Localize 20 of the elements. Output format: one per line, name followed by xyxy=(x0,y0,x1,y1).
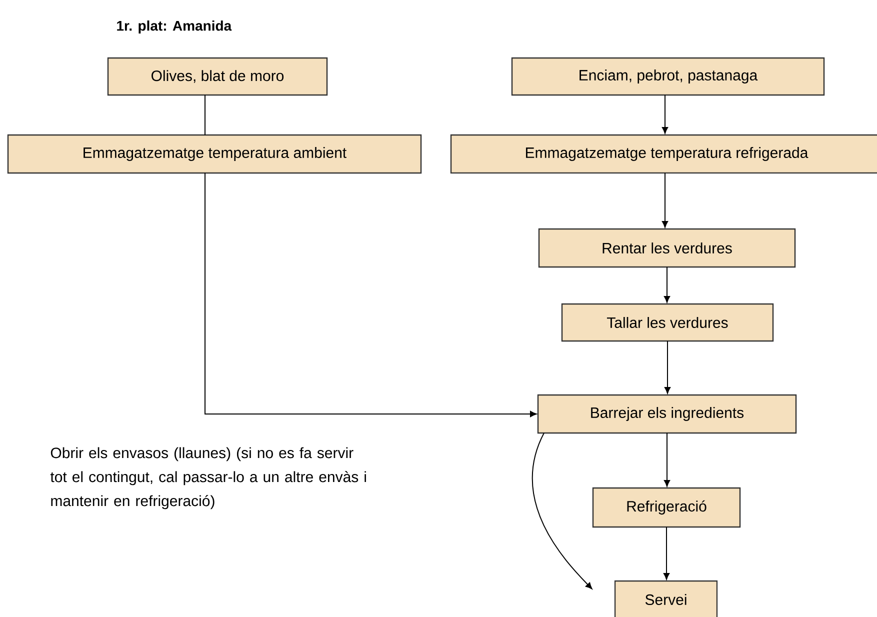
process-box: Emmagatzematge temperatura ambient xyxy=(7,134,422,174)
title: 1r. plat: Amanida xyxy=(117,20,232,34)
process-box: Refrigeració xyxy=(592,487,741,528)
arrow xyxy=(204,172,537,418)
arrow xyxy=(664,432,670,487)
process-box: Enciam, pebrot, pastanaga xyxy=(511,57,825,96)
arrow xyxy=(532,432,592,590)
arrow xyxy=(663,526,670,580)
process-box: Emmagatzematge temperatura refrigerada xyxy=(450,134,877,174)
process-box: Rentar les verdures xyxy=(538,228,796,268)
process-box: Olives, blat de moro xyxy=(107,57,328,96)
note: Obrir els envasos (llaunes) (si no es fa servir tot el contingut, cal passar-lo a un altre envàs i mantenir en refrigeració) xyxy=(50,447,366,510)
arrow xyxy=(662,172,668,228)
process-box: Servei xyxy=(614,580,718,617)
connector-line xyxy=(204,94,206,136)
process-box: Barrejar els ingredients xyxy=(537,394,797,434)
arrow xyxy=(664,266,670,303)
arrow xyxy=(662,94,668,134)
process-box: Tallar les verdures xyxy=(561,303,774,342)
arrow xyxy=(664,340,671,394)
